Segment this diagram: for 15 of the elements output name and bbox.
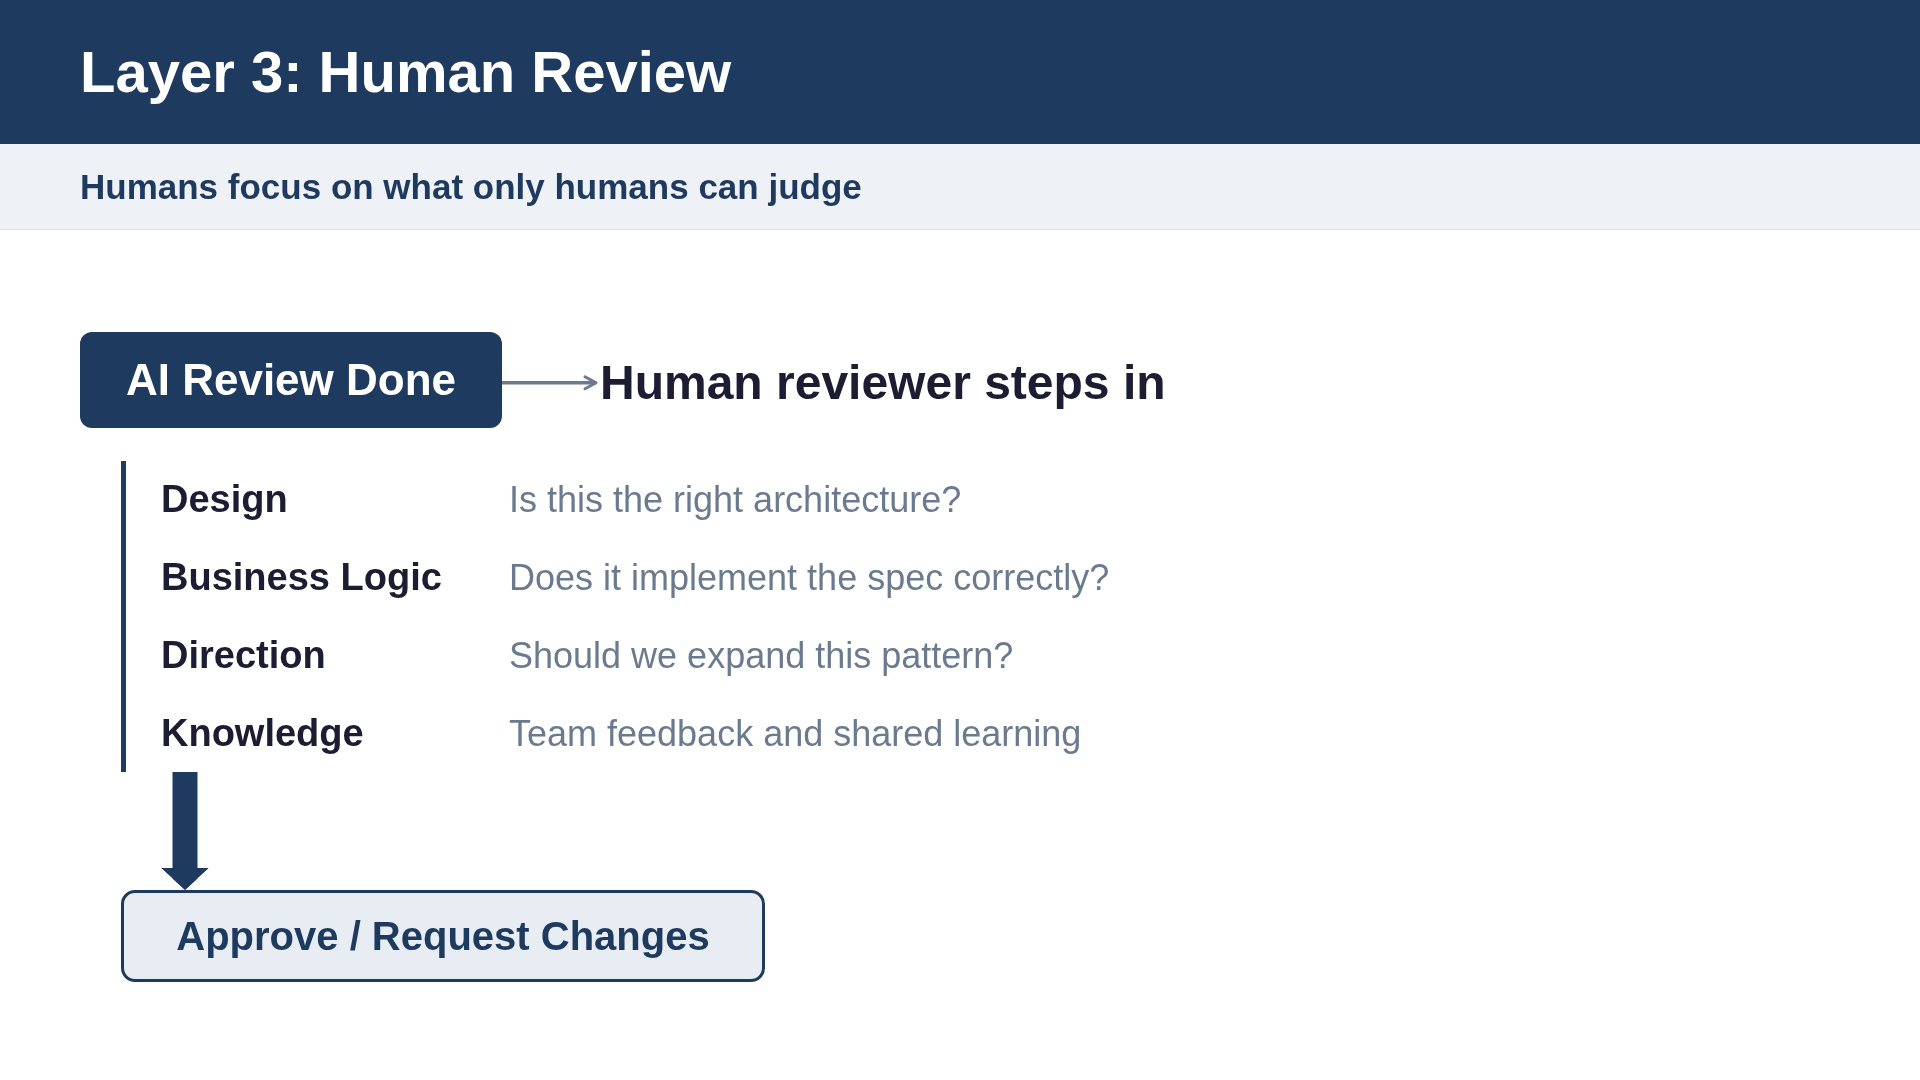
- arrow: [161, 772, 209, 890]
- criterion-label: Design: [161, 478, 288, 522]
- criterion-question: Does it implement the spec correctly?: [509, 557, 1110, 599]
- criterion-question: Should we expand this pattern?: [509, 635, 1014, 677]
- criterion-question: Team feedback and shared learning: [509, 713, 1082, 755]
- outcome-box: Approve / Request Changes: [121, 890, 765, 982]
- criterion-label: Direction: [161, 634, 326, 678]
- arrow: [502, 375, 598, 391]
- title: Layer 3: Human Review: [80, 38, 732, 106]
- step-heading: Human reviewer steps in: [600, 354, 1166, 412]
- process-box: AI Review Done: [80, 332, 502, 428]
- criterion-label: Knowledge: [161, 712, 364, 756]
- criterion-label: Business Logic: [161, 556, 442, 600]
- criterion-question: Is this the right architecture?: [509, 479, 962, 521]
- subtitle: Humans focus on what only humans can judge: [80, 166, 862, 208]
